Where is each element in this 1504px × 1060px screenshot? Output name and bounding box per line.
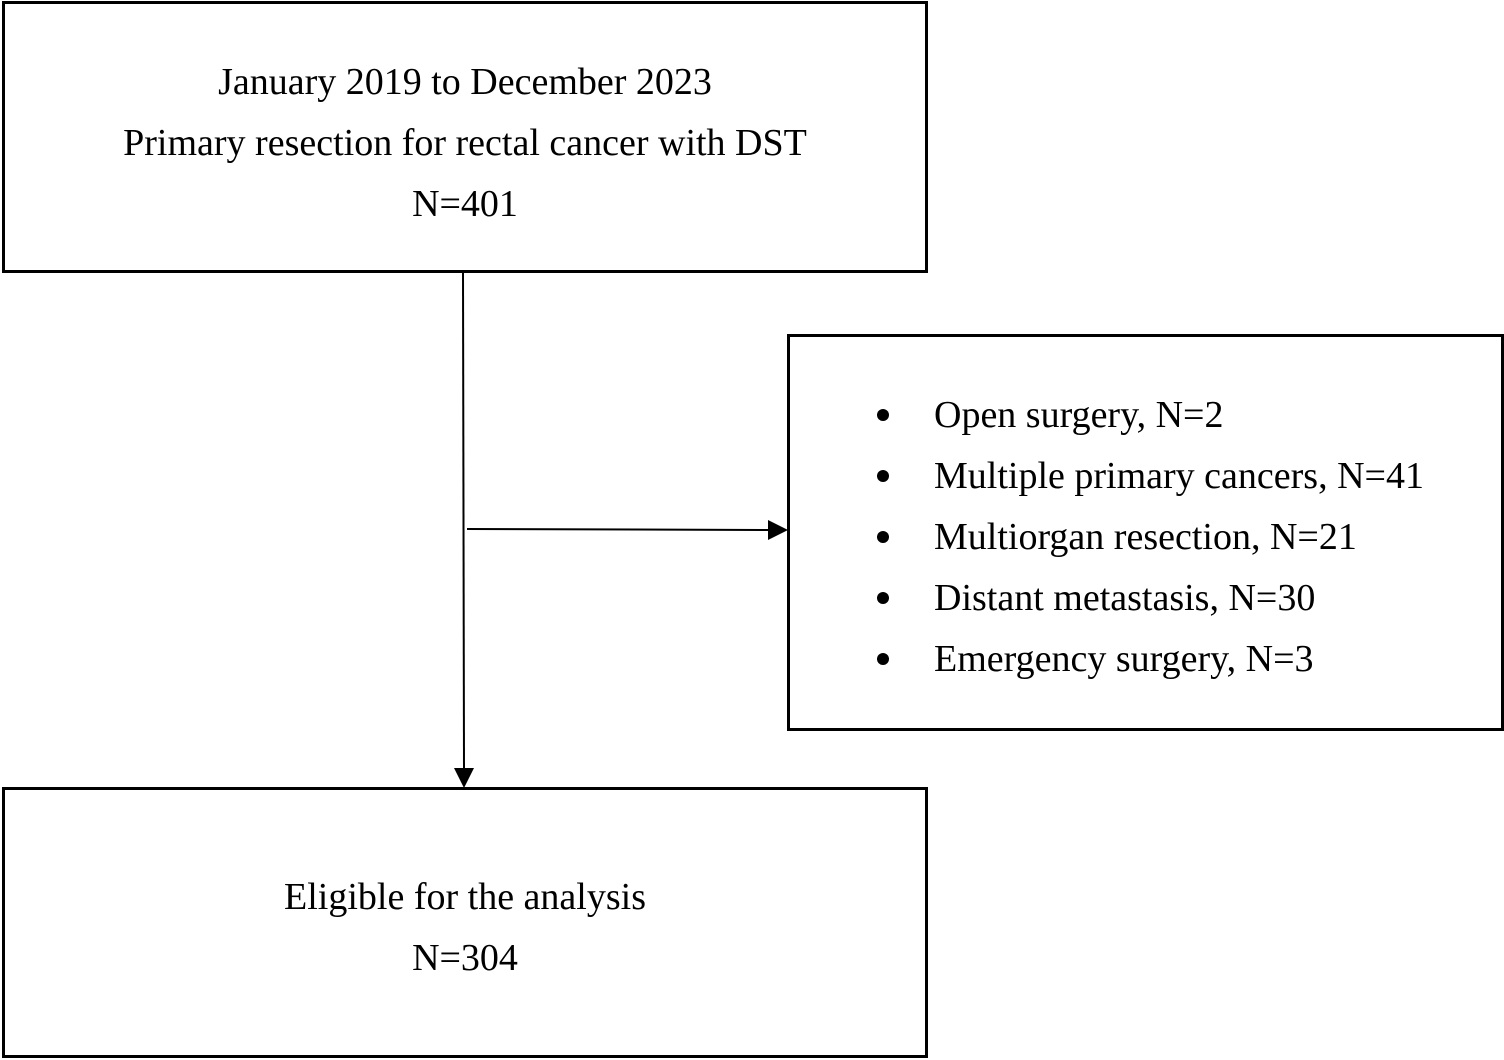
exclusion-item-multiple-primary-cancers: Multiple primary cancers, N=41	[790, 457, 1501, 497]
final-cohort-description-text: Eligible for the analysis	[284, 876, 646, 918]
population-description-text: Primary resection for rectal cancer with…	[123, 122, 807, 164]
exclusion-item-distant-metastasis: Distant metastasis, N=30	[790, 579, 1501, 619]
exclusion-branch-arrowhead	[768, 520, 788, 540]
exclusion-item-open-surgery: Open surgery, N=2	[790, 396, 1501, 436]
main-flow-line	[462, 272, 465, 771]
exclusion-criteria-box: Open surgery, N=2 Multiple primary cance…	[787, 334, 1504, 731]
exclusion-item-label: Open surgery, N=2	[934, 394, 1224, 436]
exclusion-item-label: Multiple primary cancers, N=41	[934, 455, 1424, 497]
bullet-icon	[877, 409, 889, 421]
main-flow-arrowhead	[454, 768, 474, 788]
initial-cohort-box: January 2019 to December 2023 Primary re…	[2, 1, 928, 273]
exclusion-item-emergency-surgery: Emergency surgery, N=3	[790, 640, 1501, 680]
exclusion-list: Open surgery, N=2 Multiple primary cance…	[790, 337, 1501, 728]
bullet-icon	[877, 592, 889, 604]
initial-count-text: N=401	[412, 183, 518, 225]
exclusion-item-label: Multiorgan resection, N=21	[934, 516, 1357, 558]
exclusion-item-multiorgan-resection: Multiorgan resection, N=21	[790, 518, 1501, 558]
bullet-icon	[877, 470, 889, 482]
exclusion-item-label: Emergency surgery, N=3	[934, 638, 1314, 680]
exclusion-item-label: Distant metastasis, N=30	[934, 577, 1316, 619]
final-cohort-box: Eligible for the analysis N=304	[2, 787, 928, 1058]
exclusion-branch-line	[466, 528, 771, 531]
bullet-icon	[877, 653, 889, 665]
final-count-text: N=304	[412, 937, 518, 979]
study-period-text: January 2019 to December 2023	[218, 61, 712, 103]
bullet-icon	[877, 531, 889, 543]
